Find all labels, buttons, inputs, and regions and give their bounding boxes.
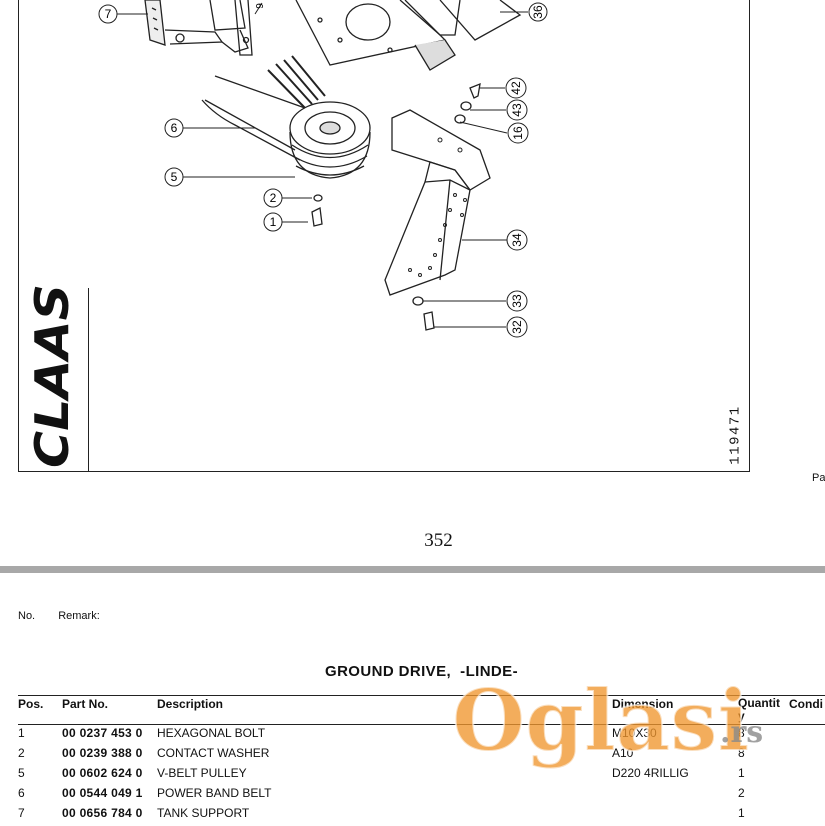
drawing-frame [18,0,750,472]
header-dimension: Dimension [612,697,674,711]
cell-dimension: D220 4RILLIG [612,766,689,780]
header-pos: Pos. [18,697,44,711]
cell-pos: 5 [18,766,25,780]
callout-7: 7 [98,4,118,24]
callout-1: 1 [263,212,283,232]
brand-strip-divider [88,288,89,472]
svg-text:1: 1 [270,215,277,229]
no-label: No. [18,610,36,622]
callout-9: 9 [255,3,266,9]
tank-support-bracket [144,0,253,56]
header-quantity: Quantity [738,696,780,723]
svg-text:16: 16 [511,126,525,140]
header-description: Description [157,697,224,711]
cell-description: POWER BAND BELT [157,786,272,800]
cell-part-no: 00 0239 388 0 [62,746,143,760]
cell-pos: 7 [18,806,25,820]
cell-description: CONTACT WASHER [157,746,270,760]
callout-34: 34 [506,229,528,251]
table-top-rule [18,695,825,696]
callout-6: 6 [164,118,184,138]
cell-dimension: A10 [612,746,634,760]
cell-quantity: 1 [738,806,745,820]
svg-text:36: 36 [531,5,545,19]
cell-pos: 6 [18,786,25,800]
svg-text:42: 42 [509,81,523,95]
svg-text:6: 6 [171,121,178,135]
exploded-parts-drawing: 7 36 6 5 2 1 42 43 16 34 33 32 9 [98,0,548,338]
table-row: 7 00 0656 784 0 TANK SUPPORT 1 [0,806,825,826]
cell-quantity: 8 [738,726,745,740]
cell-quantity: 1 [738,766,745,780]
drawing-number: 119471 [727,405,744,465]
cell-description: TANK SUPPORT [157,806,250,820]
bolts-right [412,82,481,331]
cell-dimension: M10X30 [612,726,657,740]
header-condition: Condi [789,697,823,711]
table-row: 5 00 0602 624 0 V-BELT PULLEY D220 4RILL… [0,766,825,786]
page-separator [0,566,825,573]
callout-33: 33 [506,290,528,312]
table-row: 1 00 0237 453 0 HEXAGONAL BOLT M10X30 8 [0,726,825,746]
cell-part-no: 00 0237 453 0 [62,726,143,740]
page-cut-text: Pa [812,472,825,484]
drive-support-arm [384,109,491,296]
svg-text:7: 7 [105,7,112,21]
power-band-belt [201,55,326,161]
svg-text:9: 9 [255,3,266,9]
svg-text:CLAAS: CLAAS [26,284,76,468]
svg-text:43: 43 [510,103,524,117]
svg-text:34: 34 [510,233,524,247]
cell-part-no: 00 0544 049 1 [62,786,143,800]
cell-description: HEXAGONAL BOLT [157,726,266,740]
section-title: GROUND DRIVE, -LINDE- [325,663,518,680]
cell-pos: 1 [18,726,25,740]
callout-42: 42 [505,77,527,99]
remark-label: Remark: [58,610,100,622]
callout-16: 16 [507,122,529,144]
callout-2: 2 [263,188,283,208]
bolt-washer-left [311,194,323,227]
svg-text:33: 33 [510,294,524,308]
page-number: 352 [424,530,453,551]
svg-text:2: 2 [270,191,277,205]
table-row: 2 00 0239 388 0 CONTACT WASHER A10 8 [0,746,825,766]
cell-description: V-BELT PULLEY [157,766,247,780]
leader-lines [117,2,528,328]
header-part-no: Part No. [62,697,109,711]
table-header-rule [18,724,825,725]
callout-5: 5 [164,167,184,187]
cell-quantity: 8 [738,746,745,760]
callout-36: 36 [528,2,548,22]
remark-bar: No. Remark: [18,610,110,622]
cell-quantity: 2 [738,786,745,800]
svg-text:5: 5 [171,170,178,184]
callout-43: 43 [506,99,528,121]
claas-logo: CLAAS [26,284,76,468]
cell-part-no: 00 0602 624 0 [62,766,143,780]
mounting-plate [295,0,522,71]
cell-pos: 2 [18,746,25,760]
cell-part-no: 00 0656 784 0 [62,806,143,820]
v-belt-pulley [289,101,371,179]
callout-32: 32 [506,316,528,338]
table-row: 6 00 0544 049 1 POWER BAND BELT 2 [0,786,825,806]
svg-text:32: 32 [510,320,524,334]
